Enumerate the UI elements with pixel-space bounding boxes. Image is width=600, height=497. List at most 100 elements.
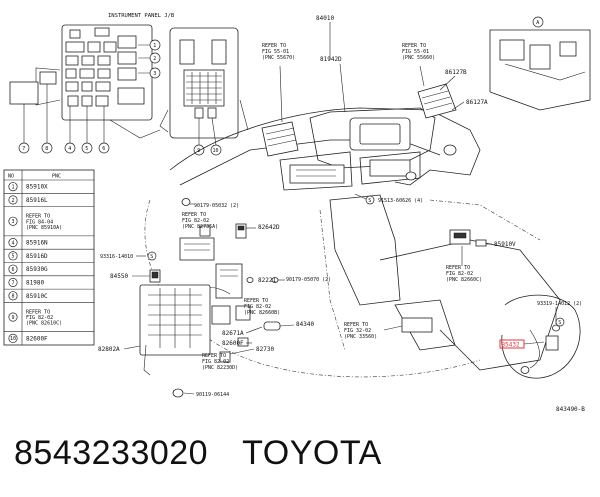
callout-1[interactable]: 1 (149, 39, 161, 51)
label-82221[interactable]: 82221 (258, 277, 276, 284)
legend-row-number: 7 (12, 280, 15, 286)
junction-title: INSTRUMENT PANEL J/B (108, 13, 175, 19)
brand-name: TOYOTA (242, 434, 382, 472)
label-86127a[interactable]: 86127A (466, 99, 488, 106)
callout-6-text: 6 (102, 146, 105, 152)
components-center (139, 198, 281, 398)
callout-2-text: 2 (153, 56, 156, 62)
label-91513-60626[interactable]: 91513-60626 (4) (378, 198, 423, 204)
legend-row-pnc[interactable]: (PNC 85910A) (26, 225, 62, 231)
legend-row-number: 2 (12, 198, 15, 204)
legend-row-number-circle (8, 237, 18, 248)
callout-4[interactable]: 4 (64, 142, 76, 154)
legend-row: 2 85916L (8, 195, 48, 205)
label-93316-14010[interactable]: 93316-14010 (100, 254, 133, 260)
legend-row-pnc[interactable]: FIG 82-02 (26, 315, 53, 321)
label-85910v[interactable]: 85910V (494, 241, 516, 248)
legend-row-number: 8 (12, 294, 15, 300)
callout-8[interactable]: 8 (41, 142, 53, 154)
legend-row: 7 81980 (8, 277, 44, 288)
legend-row-pnc[interactable]: 82600F (26, 335, 48, 342)
legend-row-pnc[interactable]: 81980 (26, 279, 44, 286)
label-90179-05032[interactable]: 90179-05032 (2) (194, 203, 239, 209)
legend-row-pnc[interactable]: 85916N (26, 240, 48, 247)
components-right (449, 229, 581, 379)
legend-row-number: 1 (12, 184, 15, 190)
callout-3-text: 3 (153, 71, 156, 77)
marker-s-3: S (555, 317, 565, 327)
label-84550[interactable]: 84550 (110, 273, 128, 280)
legend-row-number: 9 (12, 315, 15, 321)
legend-row-number: 4 (12, 240, 15, 246)
callout-7-text: 7 (22, 146, 25, 152)
label-82600f[interactable]: 82600F (222, 340, 244, 347)
label-90179-05070[interactable]: 90179-05070 (2) (286, 277, 331, 283)
svg-text:S: S (150, 254, 153, 260)
dashboard (144, 83, 561, 378)
legend-row-pnc[interactable]: 85916D (26, 253, 48, 260)
view-marker-text: A (536, 20, 539, 26)
label-82642d[interactable]: 82642D (258, 224, 280, 231)
legend-row-pnc[interactable]: FIG 84-04 (26, 219, 53, 225)
callout-4-text: 4 (68, 146, 71, 152)
caption: 8543233020 TOYOTA (14, 434, 382, 473)
callout-6[interactable]: 6 (98, 142, 110, 154)
callout-9[interactable]: 9 (193, 144, 205, 156)
junction-block-front (9, 24, 161, 139)
callout-7[interactable]: 7 (18, 142, 30, 154)
label-82671a[interactable]: 82671A (222, 330, 244, 337)
parts-diagram: INSTRUMENT PANEL J/B (3, 13, 591, 413)
view-marker[interactable]: A (532, 16, 544, 28)
legend-row-pnc[interactable]: 85916L (26, 197, 48, 204)
callout-5[interactable]: 5 (81, 142, 93, 154)
label-82730[interactable]: 82730 (256, 346, 274, 353)
legend-row: 1 85910X (8, 182, 48, 192)
label-93319-14012[interactable]: 93319-14012 (2) (537, 301, 582, 307)
legend-row-pnc[interactable]: REFER TO (26, 214, 50, 220)
legend-row-number: 6 (12, 267, 15, 273)
part-number: 8543233020 (14, 434, 209, 472)
legend-row-number-circle (8, 251, 18, 261)
legend-row-number-circle (8, 291, 18, 301)
legend-row-pnc[interactable]: 85910C (26, 293, 48, 300)
callout-5-text: 5 (85, 146, 88, 152)
label-84010[interactable]: 84010 (316, 15, 334, 22)
legend-col-pnc: PNC (52, 174, 61, 180)
legend-row-pnc[interactable]: REFER TO (26, 309, 50, 315)
junction-block-back (159, 27, 249, 139)
legend-row-number: 3 (12, 219, 15, 225)
legend-row-number-circle (8, 216, 18, 226)
legend-row: 10 82600F (8, 333, 48, 343)
marker-s-2: S (365, 195, 375, 205)
legend-row-pnc[interactable]: 85930G (26, 266, 48, 273)
legend-col-no: NO (8, 174, 14, 180)
label-86127b[interactable]: 86127B (445, 69, 467, 76)
legend-row-pnc[interactable]: (PNC 82610C) (26, 321, 62, 327)
label-84340[interactable]: 84340 (296, 321, 314, 328)
callout-10[interactable]: 10 (210, 144, 222, 156)
highlight-85432[interactable]: 85432 (499, 339, 545, 349)
callout-group: 1 2 3 4 5 6 7 8 9 10 (18, 39, 222, 156)
legend-row-number: 10 (10, 336, 16, 342)
label-81942d[interactable]: 81942D (320, 56, 342, 63)
legend-row-number-circle (8, 264, 18, 274)
callout-2[interactable]: 2 (149, 52, 161, 64)
label-82802a[interactable]: 82802A (98, 346, 120, 353)
label-90119-06144[interactable]: 90119-06144 (196, 392, 229, 398)
callout-10-text: 10 (213, 148, 219, 154)
callout-3[interactable]: 3 (149, 67, 161, 79)
marker-s-1: S (147, 251, 157, 261)
legend-row-pnc[interactable]: 85910X (26, 184, 48, 191)
